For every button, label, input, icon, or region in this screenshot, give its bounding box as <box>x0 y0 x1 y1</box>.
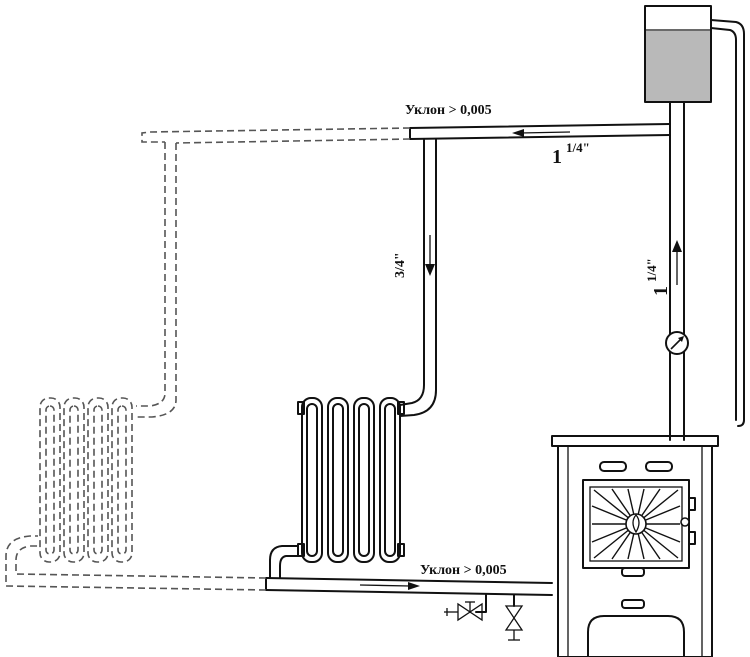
radiator-outlet-pipe <box>269 545 299 579</box>
svg-text:1: 1 <box>552 146 562 168</box>
pipe-size-label-riser: 1 1/4" <box>644 258 672 296</box>
pipe-size-label-drop: 3/4" <box>393 252 408 278</box>
svg-text:1: 1 <box>650 286 672 296</box>
main-riser-pipe <box>669 101 685 441</box>
bottom-return-pipe <box>265 577 553 596</box>
slope-label-top: Уклон > 0,005 <box>405 103 492 118</box>
dashed-extension-pipes <box>5 127 411 591</box>
pipe-size-label-top: 1 1/4" <box>552 140 590 168</box>
stove-boiler <box>551 435 719 657</box>
drop-pipe <box>399 138 437 417</box>
slope-label-bottom: Уклон > 0,005 <box>420 563 507 578</box>
expansion-tank <box>644 5 745 427</box>
dashed-radiator <box>39 397 133 563</box>
svg-text:1/4": 1/4" <box>566 140 590 155</box>
gauge-icon <box>665 331 689 355</box>
shutoff-valve-icon <box>504 594 524 641</box>
svg-text:1/4": 1/4" <box>644 258 659 282</box>
radiator <box>297 397 405 563</box>
top-supply-pipe <box>409 123 685 140</box>
drain-valve-icon <box>444 594 487 622</box>
